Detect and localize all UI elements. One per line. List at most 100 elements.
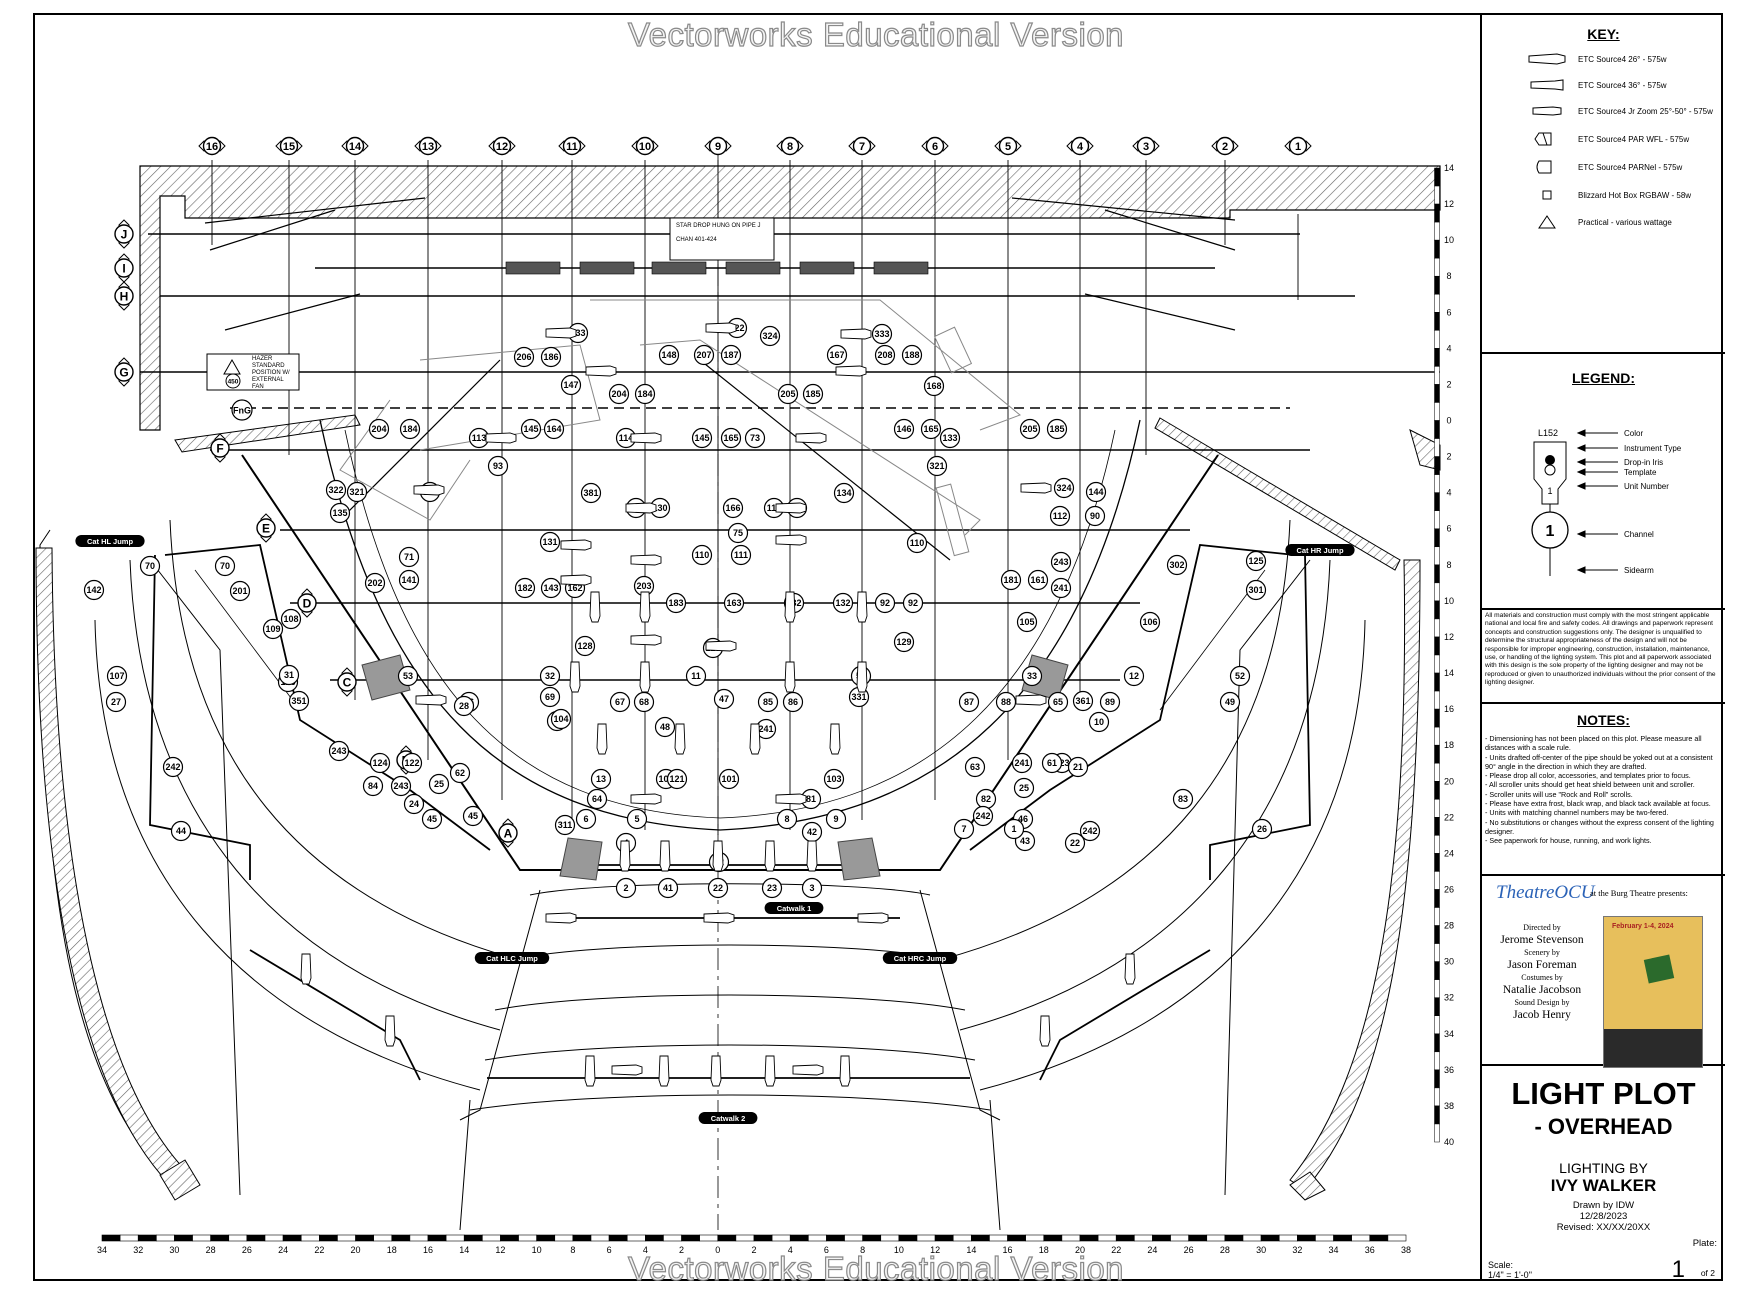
- channel-number: 144: [1088, 487, 1103, 497]
- key-item-hot-box: Blizzard Hot Box RGBAW - 58w: [1522, 186, 1691, 204]
- channel-number: 187: [723, 350, 738, 360]
- right-scale-label: 32: [1444, 993, 1454, 1003]
- channel-number: 185: [805, 389, 820, 399]
- channel-number: 333: [570, 328, 585, 338]
- poster-date: February 1-4, 2024: [1612, 923, 1674, 930]
- channel-number: 75: [733, 528, 743, 538]
- right-scale-label: 12: [1444, 632, 1454, 642]
- instrument-body: [856, 661, 868, 693]
- instrument-body: [485, 432, 517, 444]
- instrument-channel-53: 53: [397, 665, 419, 687]
- pipe-label: A: [504, 827, 513, 841]
- channel-number: 89: [1105, 697, 1115, 707]
- right-scale-segment: [1434, 943, 1440, 962]
- drawn-by: Drawn by IDW: [1572, 1200, 1635, 1211]
- instrument-channel-165: 165: [720, 427, 742, 449]
- revised-date: Revised: XX/XX/20XX: [1556, 1222, 1651, 1233]
- instrument-channel-93: 93: [487, 455, 509, 477]
- pipe-label: F: [216, 442, 223, 456]
- channel-number: 87: [964, 697, 974, 707]
- scale-bar-segment: [137, 1234, 157, 1242]
- right-scale-segment: [1434, 366, 1440, 385]
- scale-bar-segment: [1007, 1234, 1026, 1242]
- right-scale-segment: [1434, 438, 1440, 457]
- channel-number: 324: [762, 331, 777, 341]
- scale-bar-label: 26: [1184, 1245, 1194, 1255]
- svg-text:POSITION W/: POSITION W/: [252, 370, 290, 376]
- instrument-body: [659, 840, 671, 872]
- right-scale-segment: [1434, 239, 1440, 259]
- instrument-channel-71: 71: [398, 546, 420, 568]
- scale-bar-segment: [355, 1234, 374, 1242]
- right-scale-segment: [1434, 781, 1440, 800]
- channel-number: 241: [1014, 758, 1029, 768]
- instrument-channel-125: 125: [1245, 550, 1267, 572]
- channel-number: 90: [1090, 511, 1100, 521]
- scale-bar-segment: [427, 1234, 447, 1242]
- notes-section: NOTES:: [1482, 704, 1725, 876]
- scale-bar-label: 24: [278, 1245, 288, 1255]
- channel-number: 84: [368, 781, 378, 791]
- legend-channel: 1: [1546, 523, 1555, 540]
- channel-number: 92: [908, 598, 918, 608]
- scale-bar-segment: [391, 1234, 411, 1242]
- right-scale-segment: [1434, 221, 1440, 241]
- right-scale-segment: [1434, 835, 1440, 854]
- right-scale-segment: [1434, 871, 1440, 890]
- grid-marker-9: 9: [704, 136, 732, 156]
- instrument-channel-181: 181: [1000, 569, 1022, 591]
- instrument-channel-103: 103: [823, 768, 845, 790]
- instrument-channel-324: 324: [759, 325, 781, 347]
- instrument-channel-89: 89: [1099, 691, 1121, 713]
- instrument-channel-24: 24: [403, 793, 425, 815]
- channel-number: 321: [349, 487, 364, 497]
- channel-number: 161: [1030, 575, 1045, 585]
- instrument-channel-122: 122: [401, 752, 423, 774]
- channel-number: 201: [232, 586, 247, 596]
- note-item: - Units drafted off-center of the pipe s…: [1485, 752, 1713, 771]
- channel-number: 125: [1248, 556, 1263, 566]
- instrument-channel-92: 92: [874, 592, 896, 614]
- channel-number: 203: [636, 581, 651, 591]
- channel-number: 102: [658, 774, 673, 784]
- drawn-date: 12/28/2023: [1579, 1211, 1628, 1222]
- key-label: ETC Source4 36° - 575w: [1578, 80, 1667, 90]
- channel-number: 184: [637, 389, 652, 399]
- channel-number: 129: [896, 637, 911, 647]
- grid-marker-16: 16: [198, 136, 226, 156]
- channel-number: 168: [926, 381, 941, 391]
- scale-bar-label: 12: [930, 1245, 940, 1255]
- right-scale-segment: [1434, 474, 1440, 493]
- scale-bar-label: 10: [532, 1245, 542, 1255]
- right-scale-label: 38: [1444, 1101, 1454, 1111]
- svg-text:HAZER: HAZER: [252, 356, 273, 362]
- disclaimer-section: [1482, 610, 1725, 704]
- channel-number: 70: [220, 561, 230, 571]
- scale-bar-label: 16: [1003, 1245, 1013, 1255]
- scale-bar-segment: [463, 1234, 483, 1242]
- instrument-channel-12: 12: [1123, 665, 1145, 687]
- channel-number: 186: [543, 352, 558, 362]
- scale-bar-label: 32: [1292, 1245, 1302, 1255]
- instrument-channel-146: 146: [893, 418, 915, 440]
- legend-diagram: L152 1 1: [1531, 428, 1618, 576]
- instrument-body: [749, 723, 761, 755]
- channel-number: 114: [619, 433, 634, 443]
- scale-bar-label: 30: [169, 1245, 179, 1255]
- instrument-channel-2: 2: [615, 877, 637, 899]
- svg-text:STANDARD: STANDARD: [252, 363, 285, 369]
- instrument-channel-206: 206: [513, 346, 535, 368]
- star-drop-line-1: STAR DROP HUNG ON PIPE J: [676, 223, 760, 229]
- right-scale-label: 8: [1446, 560, 1451, 570]
- instrument-channel-70: 70: [139, 555, 161, 577]
- scale-bar-label: 6: [824, 1245, 829, 1255]
- instrument-body: [415, 694, 447, 706]
- catwalk-label: Cat HL Jump: [75, 535, 145, 547]
- instrument-channel-242: 242: [972, 805, 994, 827]
- channel-number: 3: [809, 883, 814, 893]
- instrument-body: [1015, 694, 1047, 706]
- instrument-channel-13: 13: [590, 768, 612, 790]
- channel-number: 32: [545, 671, 555, 681]
- channel-number: 45: [468, 811, 478, 821]
- instrument-channel-109: 109: [262, 618, 284, 640]
